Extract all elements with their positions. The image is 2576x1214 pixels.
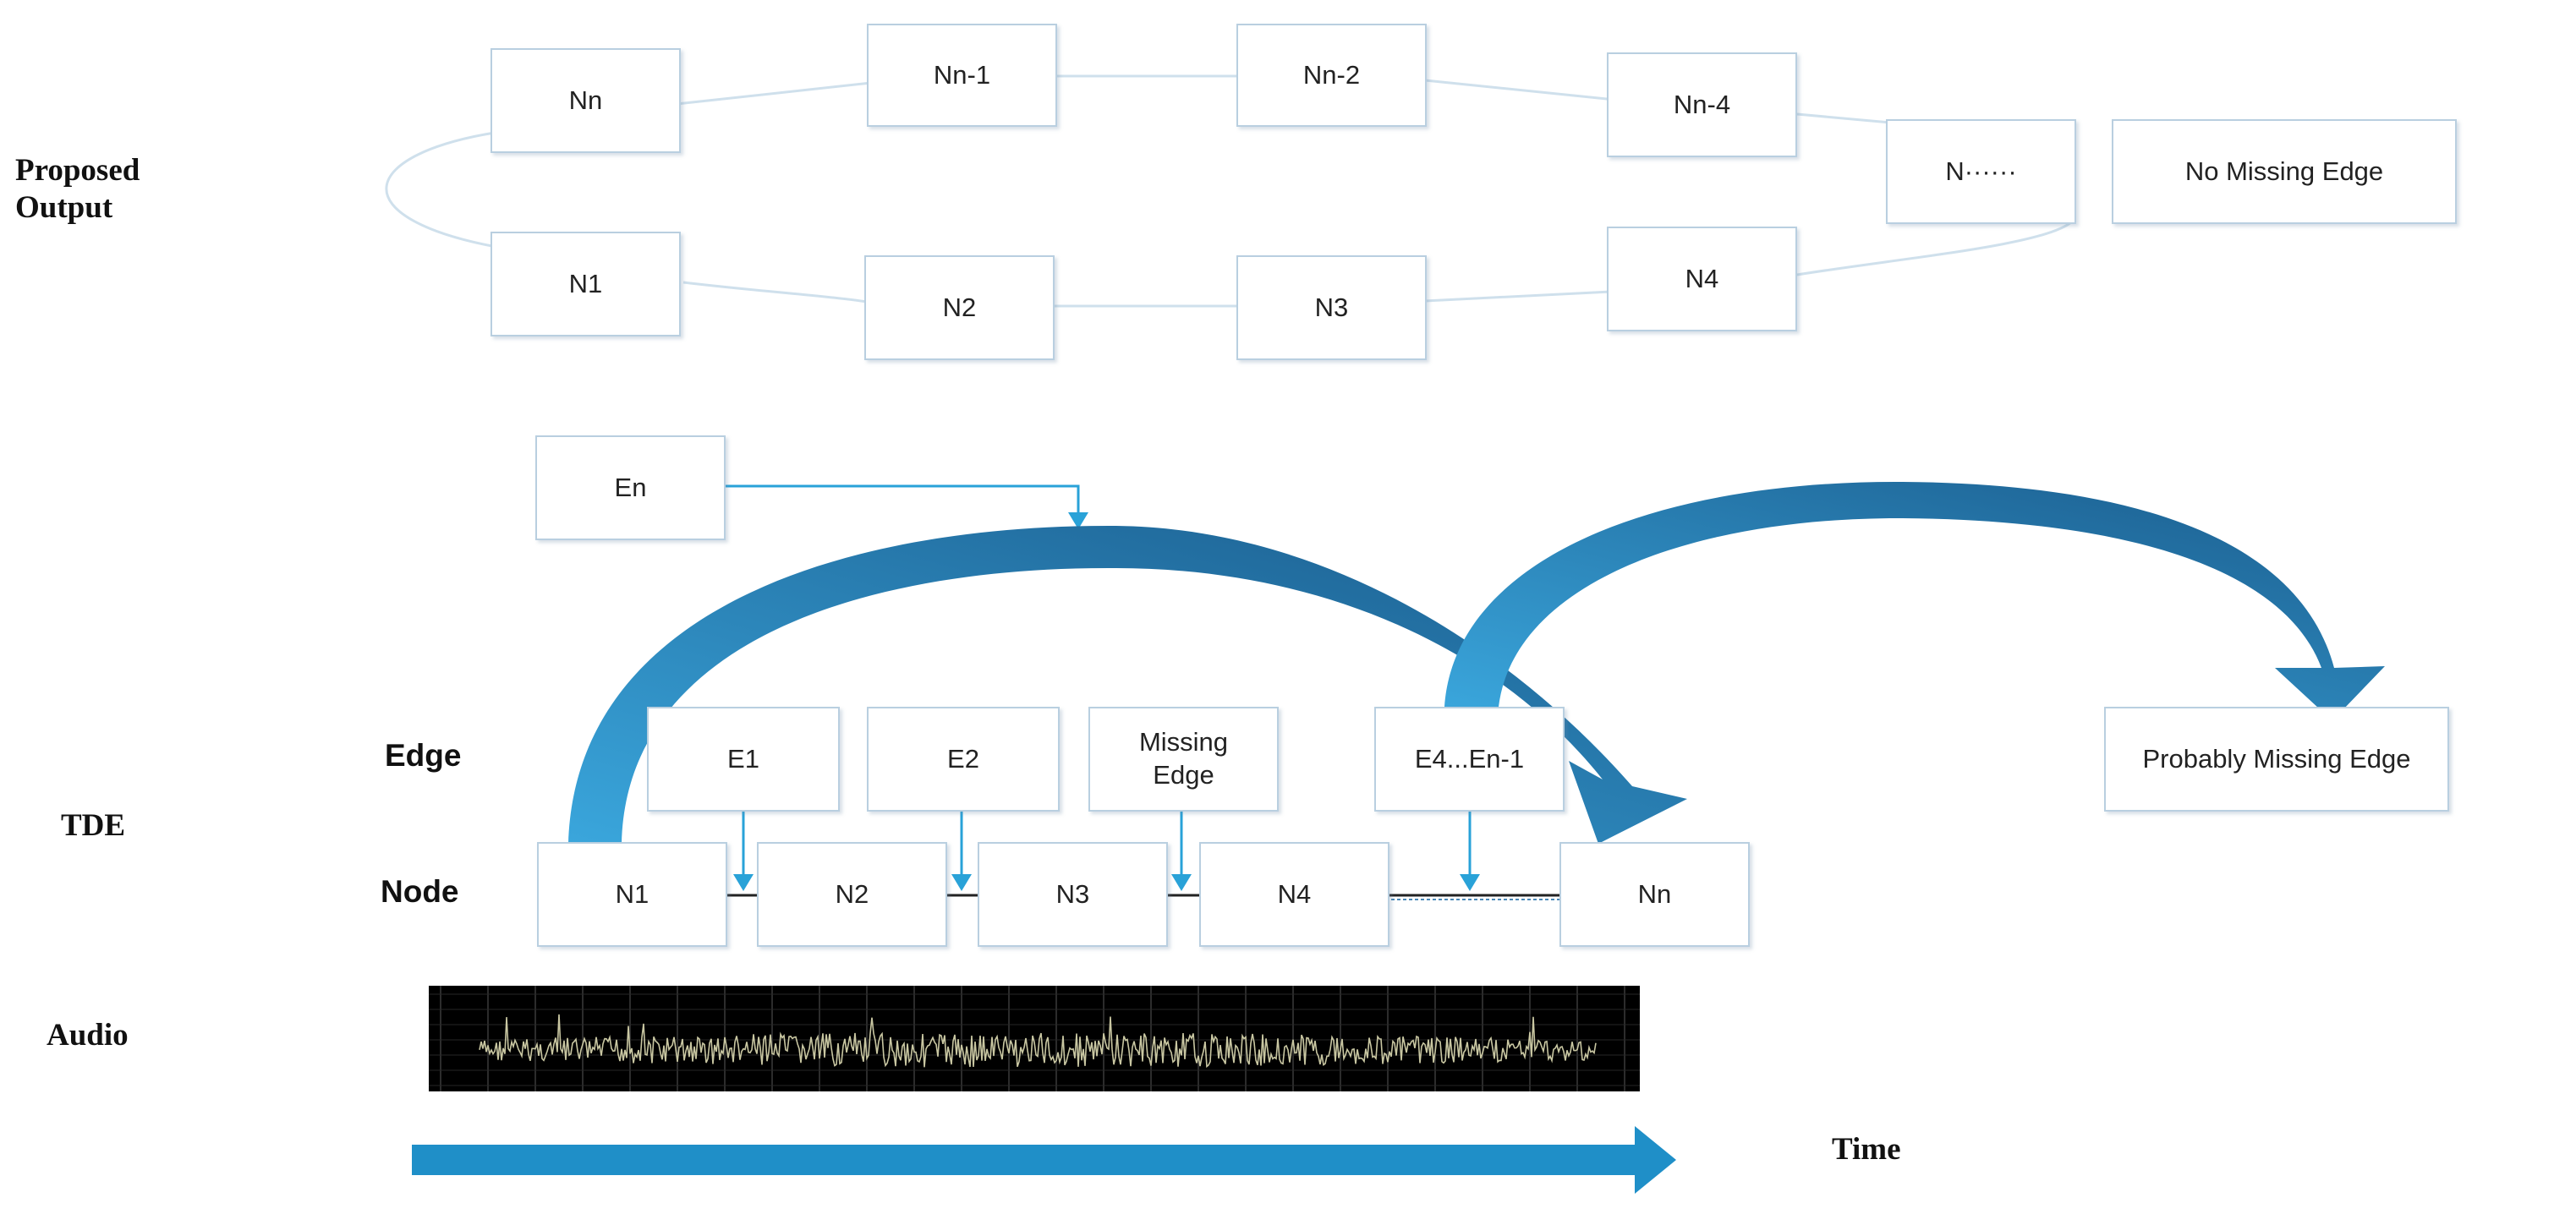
edge-e1: E1 — [647, 707, 840, 812]
node-n1: N1 — [537, 842, 727, 947]
en-connector — [724, 484, 1080, 517]
ring-node-nn-4: Nn-4 — [1607, 52, 1797, 157]
big-curved-arrow-icon — [1444, 481, 2385, 710]
edge-e2: E2 — [867, 707, 1060, 812]
status-no-missing-edge: No Missing Edge — [2112, 119, 2457, 224]
ring-bottom — [682, 220, 2074, 308]
down-arrow-icon — [1460, 874, 1480, 891]
status-probably-missing-edge: Probably Missing Edge — [2104, 707, 2449, 812]
output-ring — [385, 129, 507, 250]
ring-node-nn-2: Nn-2 — [1236, 24, 1427, 127]
audio-strip — [429, 986, 1640, 1091]
node-n4: N4 — [1199, 842, 1389, 947]
label-edge: Edge — [385, 738, 462, 773]
down-arrow-icon — [951, 874, 972, 891]
time-arrow-icon — [412, 1126, 1676, 1194]
edge-e4-en-1: E4...En-1 — [1374, 707, 1565, 812]
label-node: Node — [381, 874, 459, 909]
label-audio: Audio — [47, 1018, 129, 1053]
audio-waveform-icon — [429, 986, 1640, 1091]
node-nn: Nn — [1559, 842, 1750, 947]
label-time: Time — [1832, 1132, 1901, 1167]
ring-node-n3: N3 — [1236, 255, 1427, 360]
down-arrow-icon — [733, 874, 754, 891]
ring-node-n1: N1 — [491, 232, 681, 336]
down-arrow-icon — [1171, 874, 1192, 891]
label-tde: TDE — [61, 808, 126, 843]
label-proposed-output: Proposed Output — [15, 153, 140, 226]
ring-node-n4: N4 — [1607, 227, 1797, 331]
ring-node-n-dots: N······ — [1886, 119, 2076, 224]
ring-node-n2: N2 — [864, 255, 1055, 360]
down-arrow-icon — [1068, 512, 1088, 529]
ring-top — [676, 74, 1891, 124]
edge-missing: Missing Edge — [1088, 707, 1279, 812]
node-n2: N2 — [757, 842, 947, 947]
node-n3: N3 — [978, 842, 1168, 947]
ring-node-nn: Nn — [491, 48, 681, 153]
edge-en: En — [535, 435, 726, 540]
ring-node-nn-1: Nn-1 — [867, 24, 1057, 127]
